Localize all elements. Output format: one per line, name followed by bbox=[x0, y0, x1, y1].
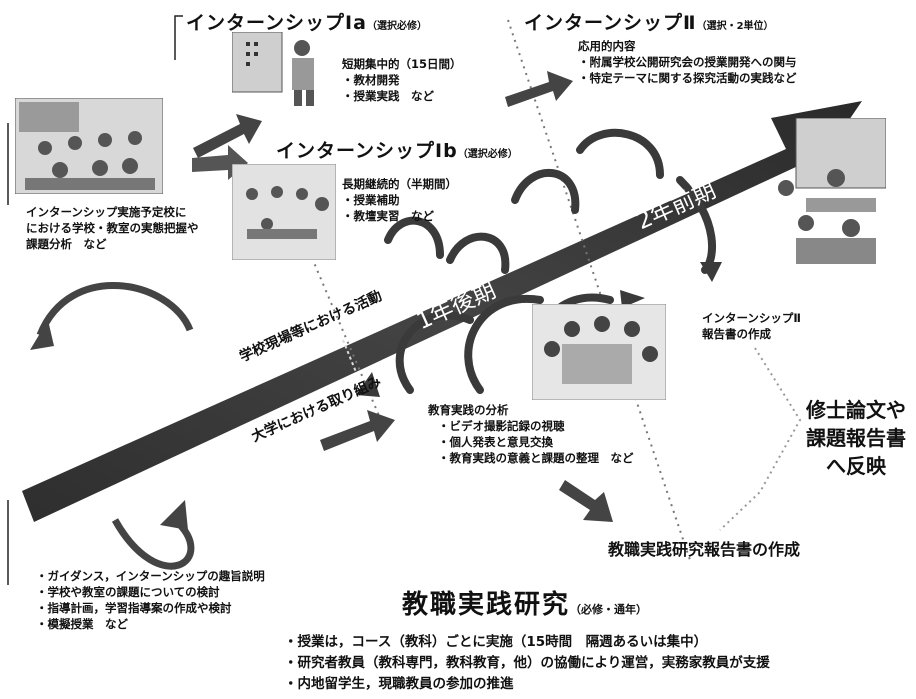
intern-2-heading: インターンシップⅡ（選択・2単位） bbox=[524, 8, 774, 35]
course-tag: （必修・通年） bbox=[570, 603, 648, 616]
intern-2-report: インターンシップⅡ 報告書の作成 bbox=[702, 310, 801, 342]
intern-2-line: ・附属学校公開研究会の授業開発への関与 bbox=[578, 55, 797, 69]
intern-2-report-line: インターンシップⅡ bbox=[702, 311, 801, 325]
intern-1a-line: 短期集中的（15日間） bbox=[342, 57, 462, 71]
intern-1a-tag: （選択必修） bbox=[366, 21, 427, 32]
thesis-line: 課題報告書 bbox=[806, 426, 906, 450]
thesis-callout: 修士論文や 課題報告書 へ反映 bbox=[806, 396, 906, 480]
intern-1a-line: ・授業実践 など bbox=[342, 89, 434, 103]
course-title: 教職実践研究 bbox=[402, 590, 571, 620]
intern-1a-line: ・教材開発 bbox=[342, 73, 400, 87]
intern-1b-line: ・授業補助 bbox=[342, 193, 400, 207]
phase-divider-line bbox=[507, 19, 691, 561]
course-bullets: ・授業は，コース（教科）ごとに実施（15時間 隔週あるいは集中） ・研究者教員（… bbox=[284, 632, 770, 695]
left-note: インターンシップ実施予定校に における学校・教室の実態把握や 課題分析 など bbox=[26, 204, 199, 252]
intern-2-line: ・特定テーマに関する探究活動の実践など bbox=[578, 71, 797, 85]
course-bullet: ・授業は，コース（教科）ごとに実施（15時間 隔週あるいは集中） bbox=[284, 634, 708, 650]
analysis-item: ・ビデオ撮影記録の視聴 bbox=[438, 419, 565, 433]
research-report-label: 教職実践研究報告書の作成 bbox=[608, 540, 801, 559]
thesis-link-line bbox=[719, 347, 802, 531]
intern-1b-title: インターンシップⅠb bbox=[276, 140, 458, 162]
guidance-item: ・ガイダンス，インターンシップの趣旨説明 bbox=[36, 569, 265, 583]
teacher-illustration-1a bbox=[232, 32, 314, 106]
students-illustration-right bbox=[778, 118, 886, 264]
analysis-item: ・教育実践の意義と課題の整理 など bbox=[438, 451, 634, 465]
intern-1b-line: ・教壇実習 など bbox=[342, 209, 434, 223]
intern-1b-line: 長期継続的（半期間） bbox=[342, 177, 457, 191]
discussion-illustration bbox=[532, 304, 666, 400]
thesis-line: 修士論文や bbox=[806, 398, 906, 422]
intern-2-title: インターンシップⅡ bbox=[524, 12, 697, 34]
left-note-line: 課題分析 など bbox=[26, 237, 107, 251]
main-timeline-arrow bbox=[22, 101, 862, 522]
intern-2-tag: （選択・2単位） bbox=[696, 21, 774, 32]
course-heading: 教職実践研究（必修・通年） bbox=[402, 584, 647, 621]
intern-2-report-line: 報告書の作成 bbox=[702, 327, 771, 341]
left-note-line: における学校・教室の実態把握や bbox=[26, 221, 199, 235]
course-bullet: ・内地留学生，現職教員の参加の推進 bbox=[284, 676, 514, 692]
guidance-item: ・指導計画，学習指導案の作成や検討 bbox=[36, 601, 232, 615]
guidance-item: ・模擬授業 など bbox=[36, 617, 128, 631]
intern-1a-details: 短期集中的（15日間） ・教材開発 ・授業実践 など bbox=[342, 56, 462, 104]
intern-2-line: 応用的内容 bbox=[578, 39, 636, 53]
thesis-line: へ反映 bbox=[826, 454, 886, 478]
guidance-list: ・ガイダンス，インターンシップの趣旨説明 ・学校や教室の課題についての検討 ・指… bbox=[36, 568, 265, 632]
left-note-line: インターンシップ実施予定校に bbox=[26, 205, 187, 219]
classroom-illustration-1b bbox=[232, 164, 336, 260]
intern-1a-heading: インターンシップⅠa（選択必修） bbox=[186, 8, 427, 35]
classroom-illustration-left bbox=[15, 98, 163, 194]
analysis-item: ・個人発表と意見交換 bbox=[438, 435, 553, 449]
guidance-item: ・学校や教室の課題についての検討 bbox=[36, 585, 220, 599]
intern-2-details: 応用的内容 ・附属学校公開研究会の授業開発への関与 ・特定テーマに関する探究活動… bbox=[578, 38, 797, 86]
intern-1b-heading: インターンシップⅠb（選択必修） bbox=[276, 136, 518, 163]
intern-1b-details: 長期継続的（半期間） ・授業補助 ・教壇実習 など bbox=[342, 176, 457, 224]
course-bullet: ・研究者教員（教科専門，教科教育，他）の協働により運営，実務家教員が支援 bbox=[284, 655, 770, 671]
analysis-title: 教育実践の分析 bbox=[428, 403, 509, 417]
intern-1a-title: インターンシップⅠa bbox=[186, 12, 367, 34]
intern-1b-tag: （選択必修） bbox=[457, 149, 518, 160]
analysis-list: ・ビデオ撮影記録の視聴 ・個人発表と意見交換 ・教育実践の意義と課題の整理 など bbox=[438, 418, 634, 466]
